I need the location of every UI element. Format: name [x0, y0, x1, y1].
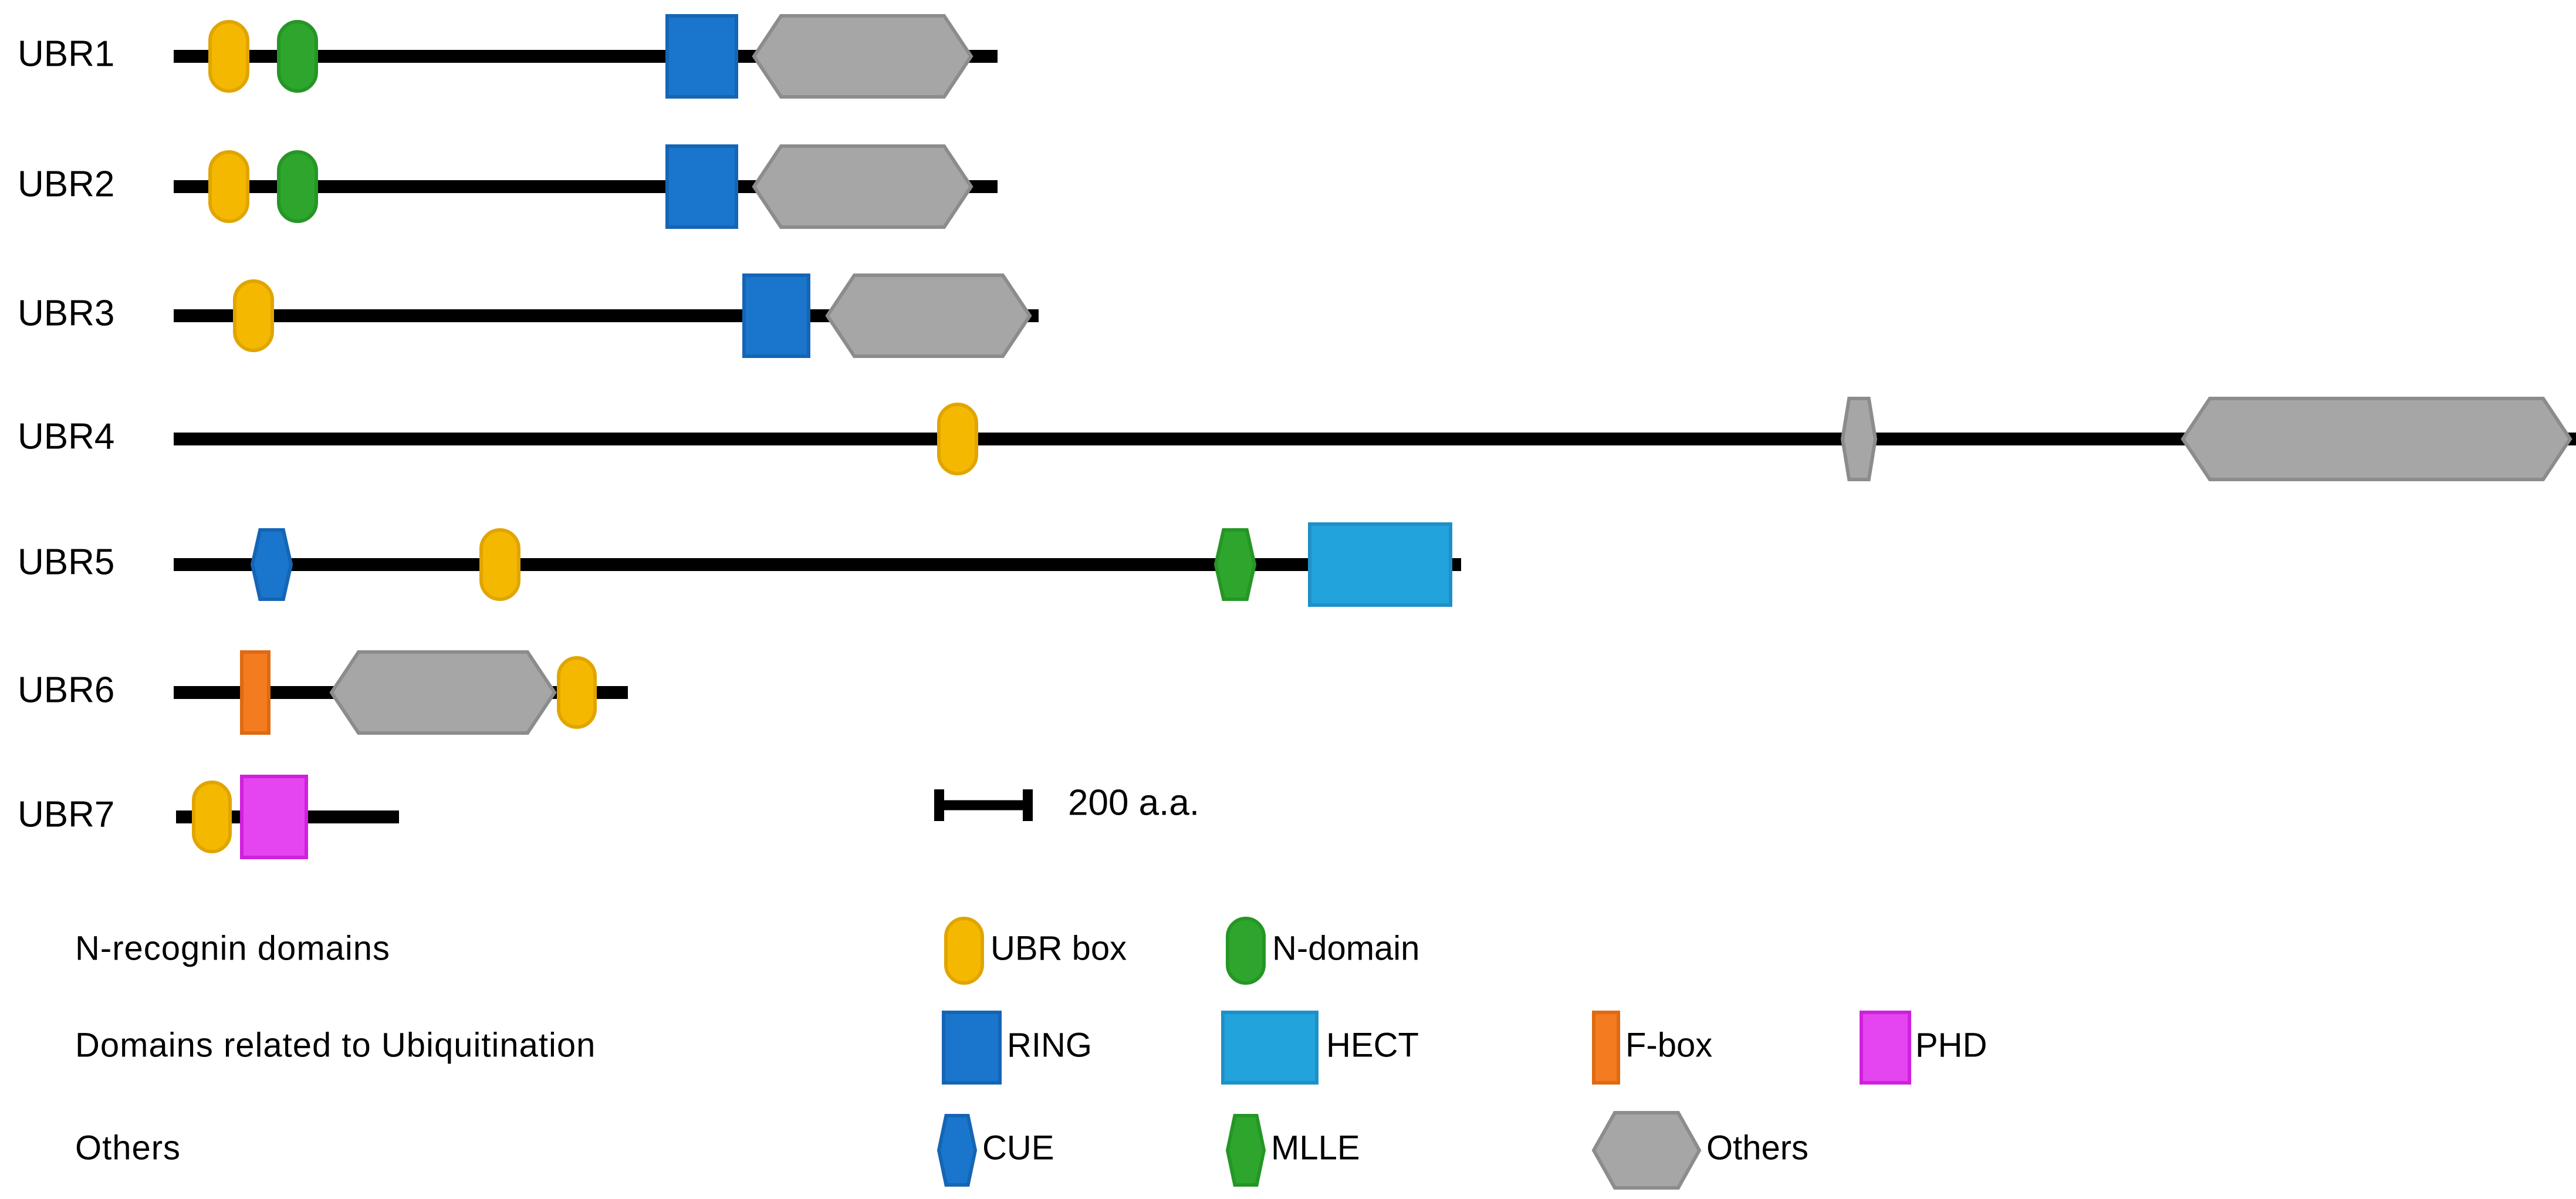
domain-ubr_box [233, 279, 274, 352]
domain-n_domain [277, 150, 318, 223]
protein-row: UBR6 [18, 650, 628, 735]
protein-label: UBR4 [18, 416, 114, 457]
scale-bar-label: 200 a.a. [1068, 782, 1199, 823]
domain-others [752, 144, 973, 229]
scale-bar-group: 200 a.a. [934, 782, 1199, 823]
protein-row: UBR1 [18, 14, 998, 99]
legend-category-label: Others [75, 1129, 181, 1167]
scale-bar-line [934, 800, 1033, 810]
domain-others [825, 273, 1032, 358]
domain-ring [742, 273, 810, 358]
protein-label: UBR1 [18, 33, 114, 74]
domain-ubr_box [192, 781, 232, 853]
domain-fbox [240, 650, 271, 735]
domain-ubr_box [208, 20, 249, 93]
protein-row: UBR2 [18, 144, 998, 229]
protein-label: UBR5 [18, 542, 114, 582]
domain-ubr_box [557, 656, 597, 729]
legend-swatch-n_domain [1226, 917, 1266, 985]
protein-row: UBR4 [18, 397, 2576, 481]
domain-others [1840, 397, 1878, 481]
legend-item-label: UBR box [990, 929, 1127, 967]
domain-ring [665, 14, 738, 99]
domain-others [2181, 397, 2572, 481]
legend-swatch-others [1591, 1111, 1702, 1190]
legend-group: N-recognin domains UBR box N-domainDomains… [75, 917, 1987, 1190]
protein-backbone [174, 433, 2576, 445]
legend-swatch-cue [937, 1114, 978, 1187]
legend-item-label: HECT [1326, 1026, 1419, 1064]
legend-category-label: Domains related to Ubiquitination [75, 1026, 596, 1064]
protein-row: UBR3 [18, 273, 1039, 358]
legend-item-label: PHD [1915, 1026, 1987, 1064]
legend-category-label: N-recognin domains [75, 929, 390, 967]
legend-row: Others CUE MLLE Others [75, 1111, 1808, 1190]
protein-backbone [174, 309, 1039, 322]
domain-others [752, 14, 973, 99]
protein-row: UBR5 [18, 522, 1461, 607]
legend-swatch-ring [942, 1011, 1002, 1085]
domain-ubr_box [479, 528, 520, 601]
legend-item-label: N-domain [1272, 929, 1419, 967]
legend-item-label: CUE [982, 1129, 1054, 1167]
protein-backbone [174, 558, 1461, 571]
protein-label: UBR7 [18, 794, 114, 835]
legend-item-label: MLLE [1271, 1129, 1360, 1167]
domain-hect [1308, 522, 1452, 607]
protein-label: UBR3 [18, 293, 114, 333]
legend-row: Domains related to Ubiquitination RING HEC… [75, 1011, 1987, 1085]
domain-cue [250, 528, 293, 601]
legend-swatch-hect [1221, 1011, 1319, 1085]
legend-item-label: RING [1007, 1026, 1092, 1064]
legend-swatch-fbox [1592, 1011, 1620, 1085]
domain-others [329, 650, 557, 735]
legend-item-label: Others [1706, 1129, 1808, 1167]
protein-row: UBR7 [18, 775, 399, 859]
domain-ring [665, 144, 738, 229]
domain-ubr_box [937, 403, 978, 475]
legend-row: N-recognin domains UBR box N-domain [75, 917, 1419, 985]
scale-bar-right-cap [1023, 789, 1033, 821]
domain-ubr_box [208, 150, 249, 223]
legend-item-label: F-box [1625, 1026, 1712, 1064]
legend-swatch-mlle [1225, 1114, 1266, 1187]
domain-n_domain [277, 20, 318, 93]
protein-label: UBR6 [18, 670, 114, 710]
protein-label: UBR2 [18, 164, 114, 204]
domain-mlle [1213, 528, 1257, 601]
legend-swatch-phd [1860, 1011, 1911, 1085]
legend-swatch-ubr_box [944, 917, 984, 985]
scale-bar-left-cap [934, 789, 944, 821]
domain-phd [240, 775, 308, 859]
